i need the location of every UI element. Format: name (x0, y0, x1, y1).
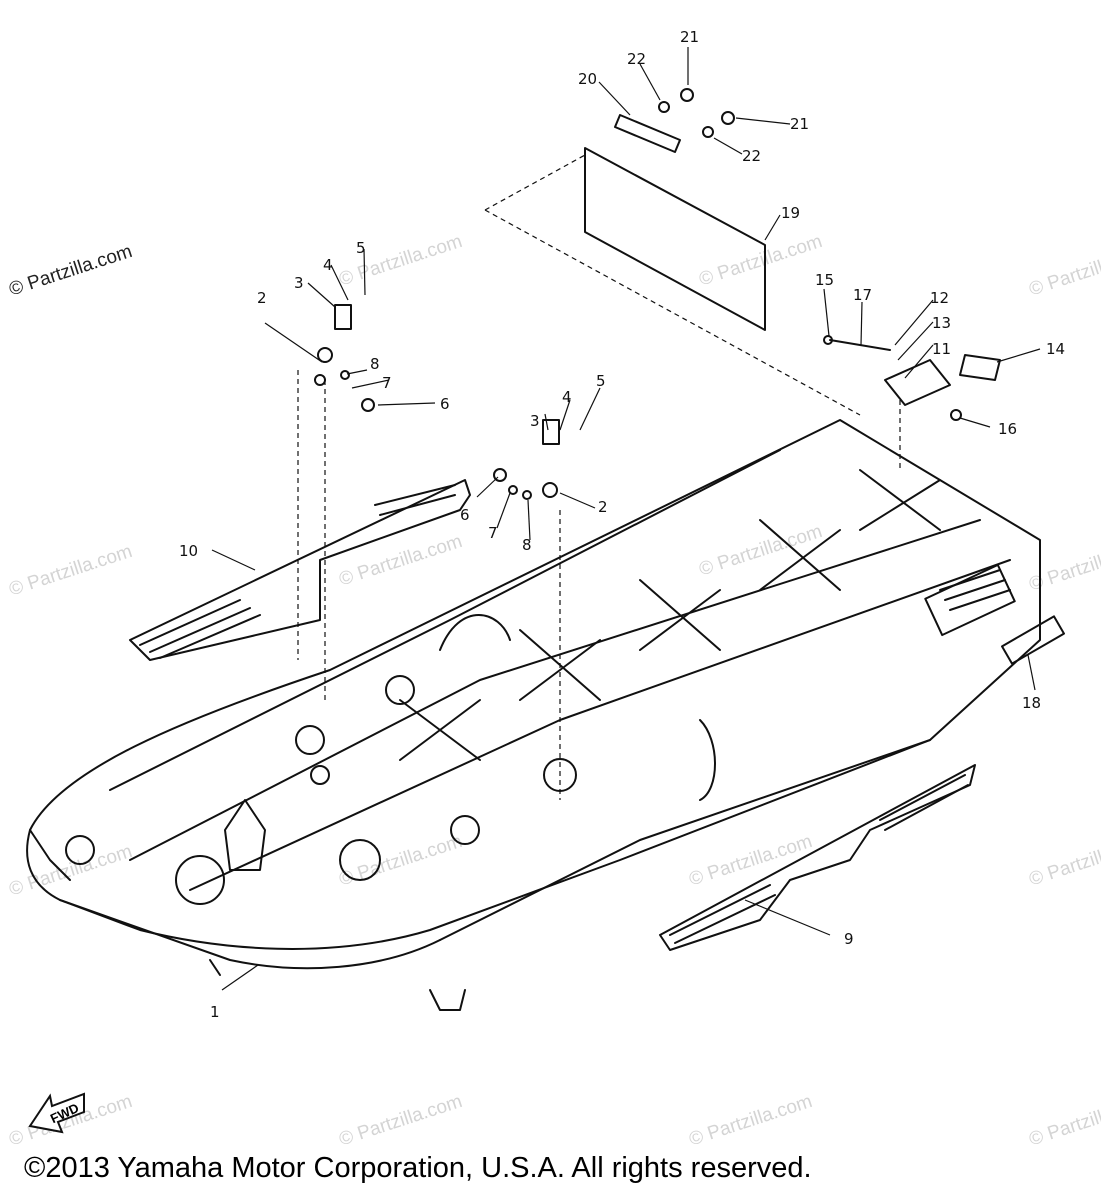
callout-17: 17 (853, 286, 872, 304)
callout-20: 20 (578, 70, 597, 88)
callouts: 1 2 3 4 5 6 7 8 9 10 11 12 13 14 15 16 1… (179, 28, 1065, 1021)
callout-10: 10 (179, 542, 198, 560)
callout-2b: 2 (598, 498, 608, 516)
callout-5b: 5 (596, 372, 606, 390)
callout-6b: 6 (460, 506, 470, 524)
callout-3b: 3 (530, 412, 540, 430)
callout-8: 8 (370, 355, 380, 373)
copyright-notice: ©2013 Yamaha Motor Corporation, U.S.A. A… (24, 1152, 812, 1184)
forward-arrow-icon: FWD (28, 1086, 88, 1134)
chassis-side (439, 739, 931, 941)
callout-11: 11 (932, 340, 951, 358)
callout-7: 7 (382, 374, 392, 392)
callout-2: 2 (257, 289, 267, 307)
callout-4b: 4 (562, 388, 572, 406)
callout-22b: 22 (742, 147, 761, 165)
callout-18: 18 (1022, 694, 1041, 712)
callout-9: 9 (844, 930, 854, 948)
callout-6: 6 (440, 395, 450, 413)
step-board-9 (659, 764, 976, 951)
callout-19: 19 (781, 204, 800, 222)
step-board-10 (129, 479, 471, 661)
callout-22: 22 (627, 50, 646, 68)
callout-13: 13 (932, 314, 951, 332)
callout-5: 5 (356, 239, 366, 257)
chassis-outline (26, 419, 1041, 950)
fwd-label: FWD (48, 1100, 81, 1126)
callout-7b: 7 (488, 524, 498, 542)
chassis-front-nose (29, 829, 71, 881)
callout-3: 3 (294, 274, 304, 292)
callout-21: 21 (680, 28, 699, 46)
callout-8b: 8 (522, 536, 532, 554)
callout-16: 16 (998, 420, 1017, 438)
chassis-lower-edge (59, 899, 441, 970)
panel-19 (584, 147, 766, 331)
callout-14: 14 (1046, 340, 1065, 358)
callout-21b: 21 (790, 115, 809, 133)
callout-15: 15 (815, 271, 834, 289)
callout-4: 4 (323, 256, 333, 274)
callout-1: 1 (210, 1003, 220, 1021)
callout-12: 12 (930, 289, 949, 307)
